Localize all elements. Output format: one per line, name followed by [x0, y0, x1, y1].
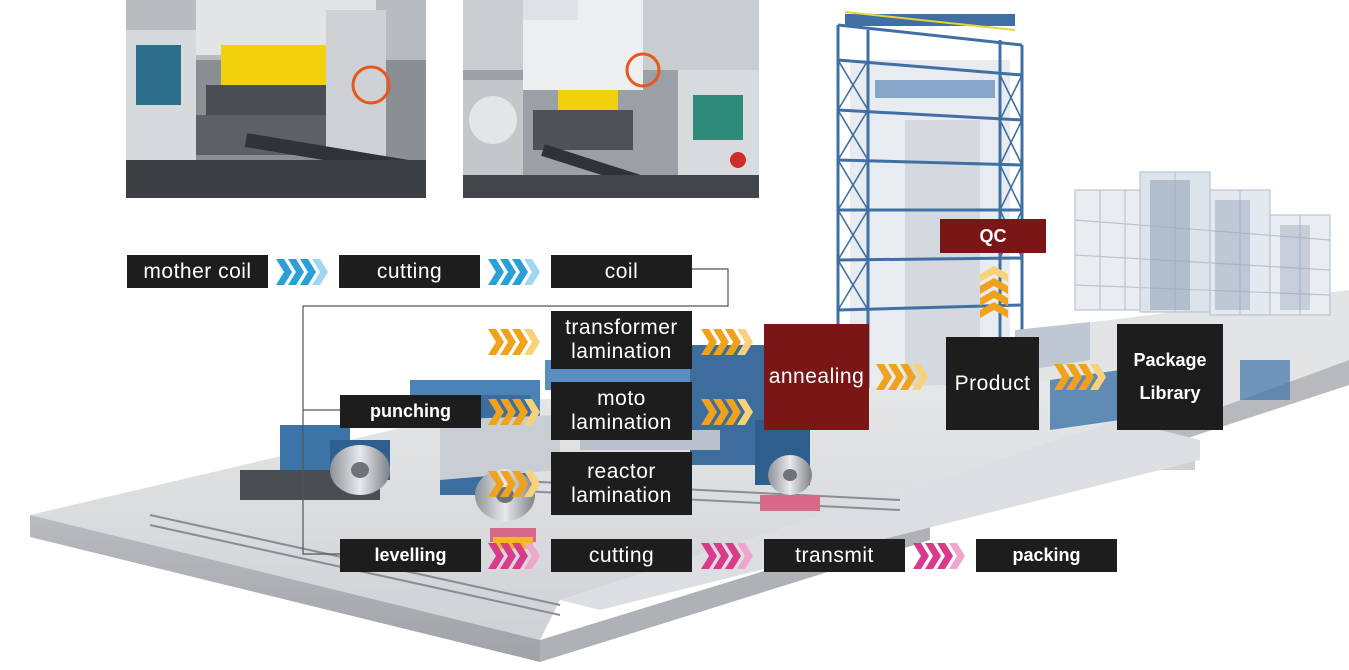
step-label-line1: reactor [587, 459, 656, 483]
chevron-arrows-icon [980, 266, 1008, 318]
chevron-arrows-icon [488, 329, 540, 355]
step-cutting-top: cutting [339, 255, 480, 288]
annealing-tower [836, 11, 1024, 450]
flow-connectors [302, 268, 729, 555]
step-label-line1: transformer [565, 316, 678, 339]
step-label: coil [604, 259, 639, 283]
step-label: levelling [374, 545, 447, 565]
chevron-arrows-icon [488, 543, 540, 569]
step-label-line1: moto [597, 387, 646, 410]
step-levelling: levelling [340, 539, 481, 572]
step-label: transmit [795, 543, 874, 567]
step-qc: QC [940, 219, 1046, 253]
step-label: punching [370, 401, 451, 421]
step-label: QC [979, 225, 1007, 246]
step-label: cutting [376, 259, 443, 283]
chevron-arrows-icon [701, 399, 753, 425]
step-label: Product [954, 371, 1031, 395]
chevron-arrows-icon [1054, 364, 1106, 390]
chevron-arrows-icon [488, 471, 540, 497]
step-label-line2: Library [1139, 383, 1201, 403]
step-moto-lamination: moto lamination [551, 382, 692, 440]
chevron-arrows-icon [701, 329, 753, 355]
step-annealing: annealing [764, 324, 869, 430]
chevron-arrows-icon [913, 543, 965, 569]
step-reactor-lamination: reactor lamination [551, 452, 692, 515]
step-cutting-bottom: cutting [551, 539, 692, 572]
press-photo-1 [126, 0, 426, 198]
step-mother-coil: mother coil [127, 255, 268, 288]
step-label: packing [1012, 545, 1081, 565]
step-label-line2: lamination [571, 483, 672, 507]
step-label-line2: lamination [571, 340, 672, 363]
step-package-library: Package Library [1117, 324, 1223, 430]
chevron-arrows-icon [488, 399, 540, 425]
step-transmit: transmit [764, 539, 905, 572]
step-label: mother coil [143, 259, 252, 283]
step-label: cutting [588, 543, 655, 567]
far-building-shading [1150, 180, 1310, 310]
step-packing: packing [976, 539, 1117, 572]
step-label-line2: lamination [571, 411, 672, 434]
step-punching: punching [340, 395, 481, 428]
step-transformer-lamination: transformer lamination [551, 311, 692, 369]
step-product: Product [946, 337, 1039, 430]
chevron-arrows-icon [701, 543, 753, 569]
step-coil: coil [551, 255, 692, 288]
chevron-arrows-icon [276, 259, 328, 285]
step-label: annealing [768, 365, 865, 388]
chevron-arrows-icon [488, 259, 540, 285]
chevron-arrows-icon [876, 364, 928, 390]
step-label-line1: Package [1133, 350, 1207, 370]
press-photo-2 [463, 0, 759, 198]
